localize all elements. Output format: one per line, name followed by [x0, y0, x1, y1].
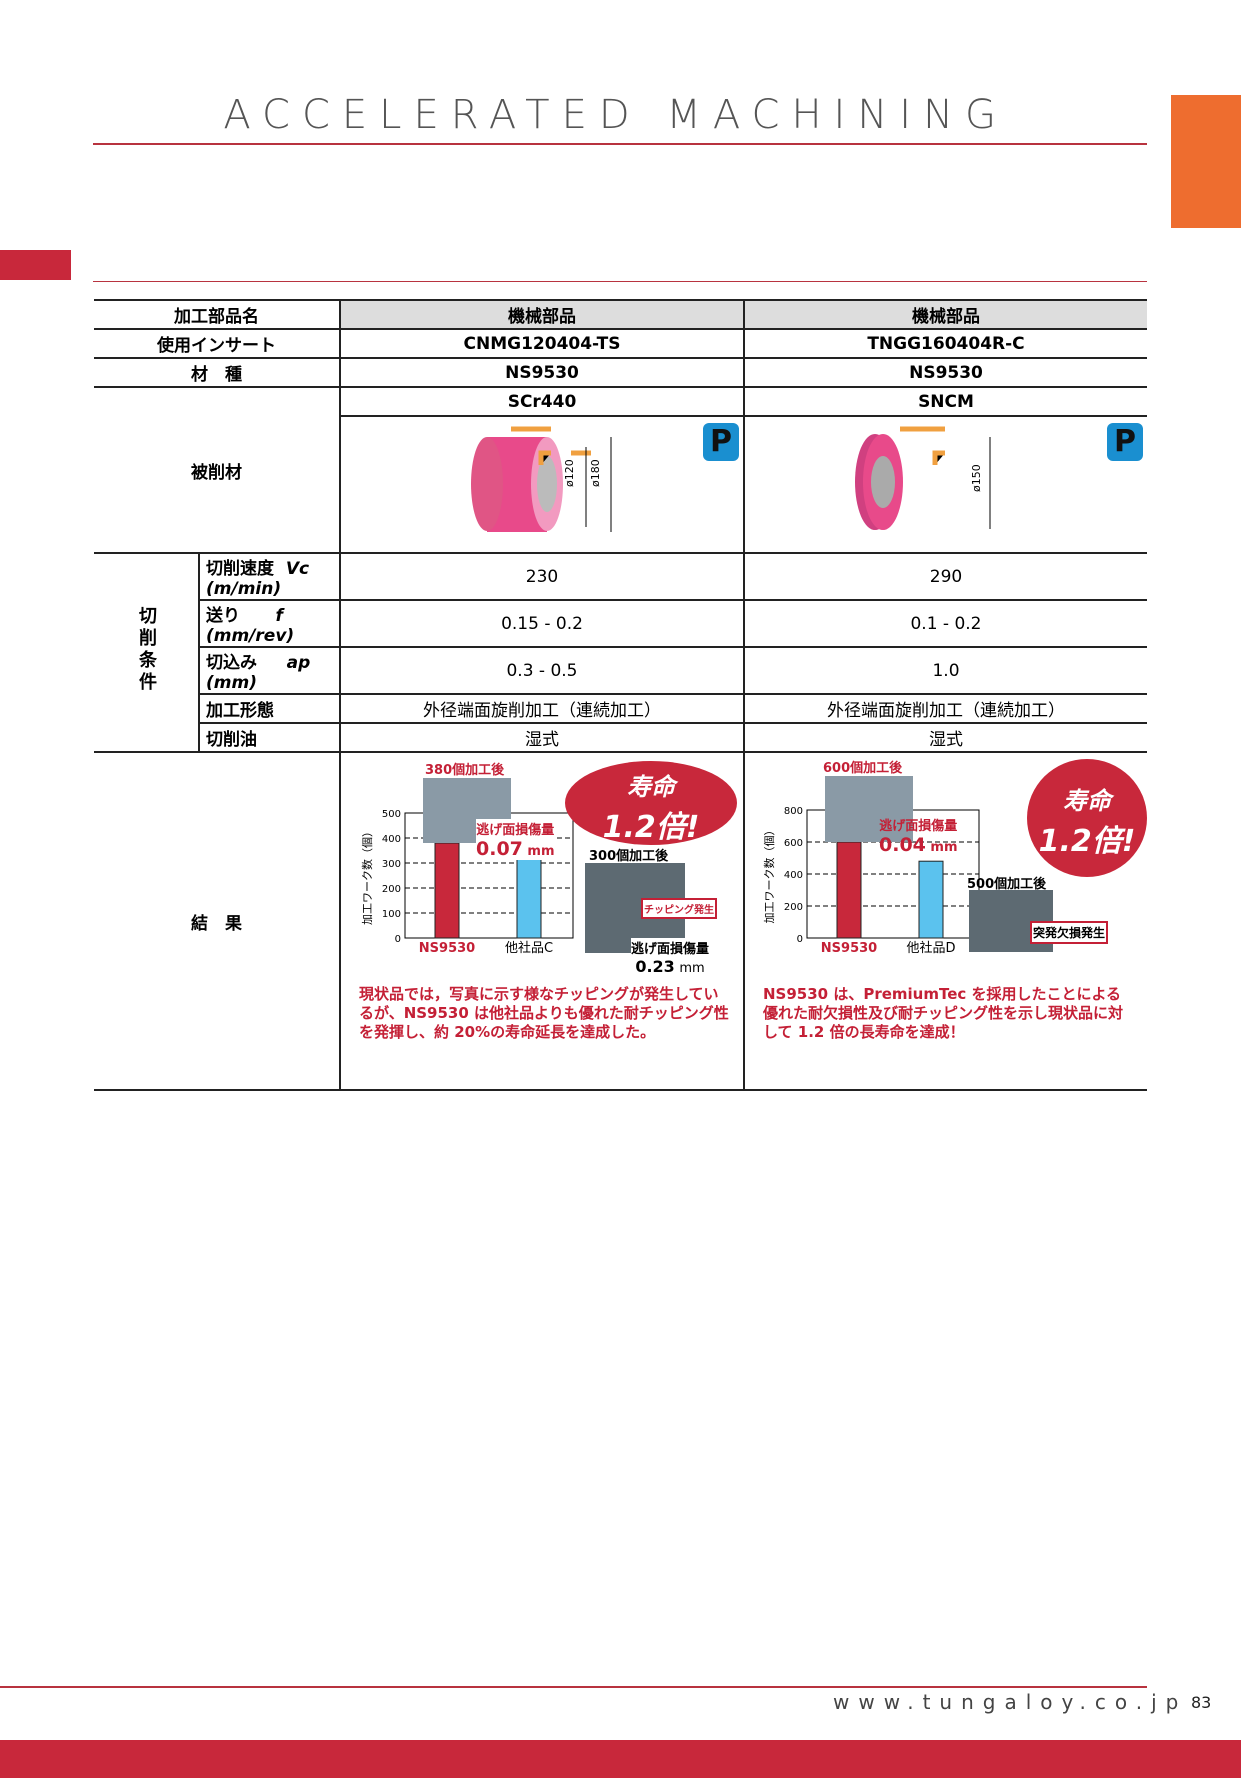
x-tick-label: NS9530: [419, 941, 475, 956]
y-tick-label: 300: [382, 859, 401, 870]
cond-label: 切込み ap (mm): [199, 646, 341, 695]
cell: 0.15 - 0.2: [340, 599, 745, 648]
label-result: 結 果: [94, 751, 341, 1091]
cond-group: 切削条件: [94, 552, 200, 753]
cell: 湿式: [744, 722, 1147, 753]
workpiece-ring-illustration: ø120 ø180: [471, 426, 612, 532]
label-grade: 材 種: [94, 357, 341, 388]
result-cell-1: 0 200 400 600 800 加工ワーク数（個） NS9530 他社品D 600個加工後…: [744, 751, 1147, 1091]
y-tick-label: 0: [395, 934, 401, 945]
y-tick-label: 0: [797, 934, 803, 945]
bar: [836, 841, 862, 939]
cell: 230: [340, 552, 745, 601]
x-tick-label: NS9530: [821, 941, 877, 956]
cell: 外径端面旋削加工（連続加工）: [340, 693, 745, 724]
cell: 外径端面旋削加工（連続加工）: [744, 693, 1147, 724]
result-description: NS9530 は、PremiumTec を採用したことによる優れた耐欠損性及び耐…: [763, 985, 1124, 1041]
cond-label: 送り f (mm/rev): [199, 599, 341, 648]
brand-title: ACCELERATED MACHINING: [223, 92, 1008, 138]
row-cond-0: 切削条件 切削速度 Vc (m/min) 230 290: [94, 552, 1147, 753]
row-cond-2: 切込み ap (mm) 0.3 - 0.5 1.0: [94, 646, 1147, 695]
y-tick-label: 500: [382, 809, 401, 820]
chipping-note: チッピング発生: [641, 898, 717, 919]
cell: 1.0: [744, 646, 1147, 695]
row-result: 結 果 0 100 200 300 400 500 加工ワーク数（個） NS9530 他社品C …: [94, 751, 1147, 1091]
svg-text:ø150: ø150: [970, 464, 983, 492]
y-tick-label: 100: [382, 909, 401, 920]
row-cond-4: 切削油 湿式 湿式: [94, 722, 1147, 753]
p-grade-badge: P: [703, 423, 739, 461]
section-marker: [0, 250, 71, 280]
workpiece-ring-illustration: ø150: [855, 426, 991, 530]
cell: TNGG160404R-C: [744, 328, 1147, 359]
svg-text:ø180: ø180: [589, 459, 602, 487]
y-axis-label: 加工ワーク数（個）: [361, 826, 374, 925]
cond-label: 加工形態: [199, 693, 341, 724]
website-url: www.tungaloy.co.jp: [833, 1690, 1188, 1714]
cell: 機械部品: [340, 299, 745, 330]
row-material: 被削材 SCr440 SNCM: [94, 386, 1147, 554]
y-tick-label: 600: [784, 838, 803, 849]
row-cond-3: 加工形態 外径端面旋削加工（連続加工） 外径端面旋削加工（連続加工）: [94, 693, 1147, 724]
result-description: 現状品では，写真に示す様なチッピングが発生しているが、NS9530 は他社品より…: [359, 985, 729, 1041]
cell: 290: [744, 552, 1147, 601]
cell: CNMG120404-TS: [340, 328, 745, 359]
bar: [434, 842, 460, 939]
y-tick-label: 200: [382, 884, 401, 895]
x-tick-label: 他社品D: [906, 940, 955, 956]
table-top-rule: [93, 281, 1147, 282]
y-tick-label: 200: [784, 902, 803, 913]
insert-photo: [825, 776, 913, 842]
y-axis-label: 加工ワーク数（個）: [763, 825, 776, 924]
row-grade: 材 種 NS9530 NS9530: [94, 357, 1147, 388]
case-table: 加工部品名 機械部品 機械部品 使用インサート CNMG120404-TS TN…: [94, 299, 1147, 1091]
cell: SCr440: [340, 386, 745, 417]
bar-chart: 0 200 400 600 800 加工ワーク数（個） NS9530 他社品D: [763, 806, 980, 956]
header-rule: [93, 143, 1147, 145]
result-cell-0: 0 100 200 300 400 500 加工ワーク数（個） NS9530 他社品C 380個…: [340, 751, 745, 1091]
comp-photo-label: 500個加工後: [967, 877, 1047, 892]
y-tick-label: 800: [784, 806, 803, 817]
label-part: 加工部品名: [94, 299, 341, 330]
workpiece-cell: ø150 P: [744, 415, 1147, 554]
row-cond-1: 送り f (mm/rev) 0.15 - 0.2 0.1 - 0.2: [94, 599, 1147, 648]
cell: 0.3 - 0.5: [340, 646, 745, 695]
cell: 湿式: [340, 722, 745, 753]
label-workpiece: 被削材: [94, 386, 341, 554]
cell: NS9530: [744, 357, 1147, 388]
bar: [918, 860, 944, 939]
page-number: 83: [1191, 1693, 1212, 1712]
workpiece-cell: ø120 ø180 P: [340, 415, 745, 554]
cell: 0.1 - 0.2: [744, 599, 1147, 648]
section-tab: [1171, 95, 1241, 228]
row-workpiece-image: ø120 ø180 P ø150 P: [94, 415, 1147, 554]
comp-photo-label: 300個加工後: [589, 849, 669, 864]
footer-rule: [0, 1686, 1147, 1688]
svg-text:ø120: ø120: [563, 459, 576, 487]
result-chart: 0 100 200 300 400 500 加工ワーク数（個） NS9530 他社品C 380個…: [341, 753, 743, 1083]
x-tick-label: 他社品C: [505, 940, 553, 956]
row-insert: 使用インサート CNMG120404-TS TNGG160404R-C: [94, 328, 1147, 359]
result-chart: 0 200 400 600 800 加工ワーク数（個） NS9530 他社品D 600個加工後…: [745, 753, 1147, 1083]
bar: [516, 855, 542, 939]
cell: SNCM: [744, 386, 1147, 417]
cond-label: 切削油: [199, 722, 341, 753]
y-tick-label: 400: [784, 870, 803, 881]
row-part: 加工部品名 機械部品 機械部品: [94, 299, 1147, 330]
fracture-note: 突発欠損発生: [1030, 921, 1109, 944]
p-grade-badge: P: [1107, 423, 1143, 461]
photo-label: 380個加工後: [425, 763, 505, 778]
label-insert: 使用インサート: [94, 328, 341, 359]
footer-bar: [0, 1740, 1241, 1778]
photo-label: 600個加工後: [823, 761, 903, 776]
y-tick-label: 400: [382, 834, 401, 845]
cond-label: 切削速度 Vc (m/min): [199, 552, 341, 601]
cell: 機械部品: [744, 299, 1147, 330]
cell: NS9530: [340, 357, 745, 388]
